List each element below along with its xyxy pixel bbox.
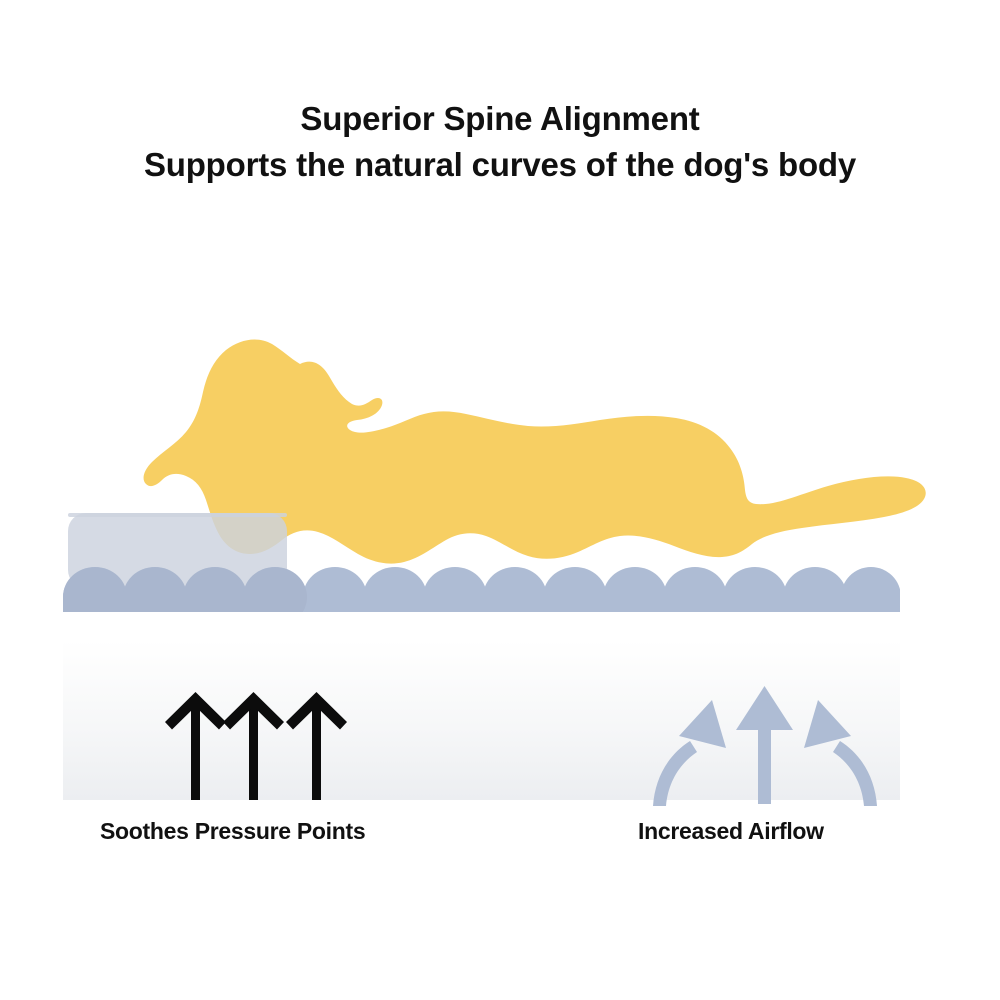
pressure-arrow-3: [286, 692, 347, 800]
caption-increased-airflow: Increased Airflow: [638, 818, 824, 844]
airflow-arrows: [653, 686, 877, 806]
pressure-arrow-1: [165, 692, 226, 800]
pressure-point-arrows: [165, 692, 347, 800]
headline-line-1: Superior Spine Alignment: [300, 100, 700, 137]
egg-crate-front-bumps: [0, 567, 1000, 642]
headline-line-2: Supports the natural curves of the dog's…: [143, 146, 857, 183]
airflow-arrow-center: [736, 686, 793, 804]
airflow-arrow-left: [653, 700, 726, 806]
airflow-arrow-right: [804, 700, 877, 806]
dog-silhouette: [143, 339, 926, 564]
page-title: Superior Spine Alignment Supports the na…: [0, 96, 1000, 188]
translucent-pillow-block: [68, 513, 287, 588]
caption-soothes-pressure-points: Soothes Pressure Points: [100, 818, 366, 844]
pressure-arrow-2: [223, 692, 284, 800]
